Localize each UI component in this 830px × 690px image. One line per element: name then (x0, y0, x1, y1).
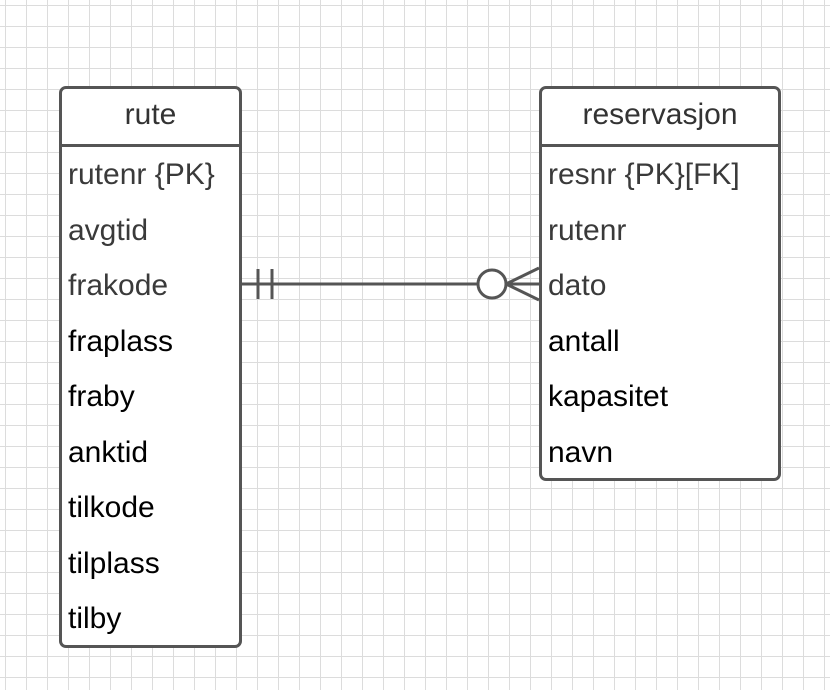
attribute-anktid: anktid (68, 435, 149, 469)
attribute-rutenr: rutenr {PK} (68, 158, 215, 191)
attribute-list: rutenr {PK} avgtid frakode fraplass frab… (62, 147, 239, 647)
attribute-antall: antall (548, 324, 620, 358)
attribute-navn: navn (548, 435, 614, 469)
attribute-kapasitet: kapasitet (548, 380, 669, 413)
attribute-tilplass: tilplass (68, 546, 160, 580)
attribute-tilby: tilby (68, 602, 122, 635)
attribute-tilkode: tilkode (68, 491, 155, 524)
entity-reservasjon[interactable]: reservasjon resnr {PK}[FK] rutenr dato a… (539, 86, 781, 481)
entity-title: reservasjon (542, 89, 778, 147)
zero-circle-marker (476, 268, 508, 300)
attribute-frakode: frakode (68, 269, 169, 302)
crows-foot-lower (505, 282, 540, 302)
attribute-fraplass: fraplass (68, 324, 174, 358)
attribute-list: resnr {PK}[FK] rutenr dato antall kapasi… (542, 147, 778, 480)
attribute-avgtid: avgtid (68, 213, 149, 247)
attribute-dato: dato (548, 269, 607, 302)
entity-title: rute (62, 89, 239, 147)
entity-rute[interactable]: rute rutenr {PK} avgtid frakode fraplass… (59, 86, 242, 648)
attribute-fraby: fraby (68, 380, 135, 413)
crows-foot-upper (505, 266, 540, 286)
attribute-rutenr: rutenr (548, 213, 627, 247)
attribute-resnr: resnr {PK}[FK] (548, 158, 740, 191)
